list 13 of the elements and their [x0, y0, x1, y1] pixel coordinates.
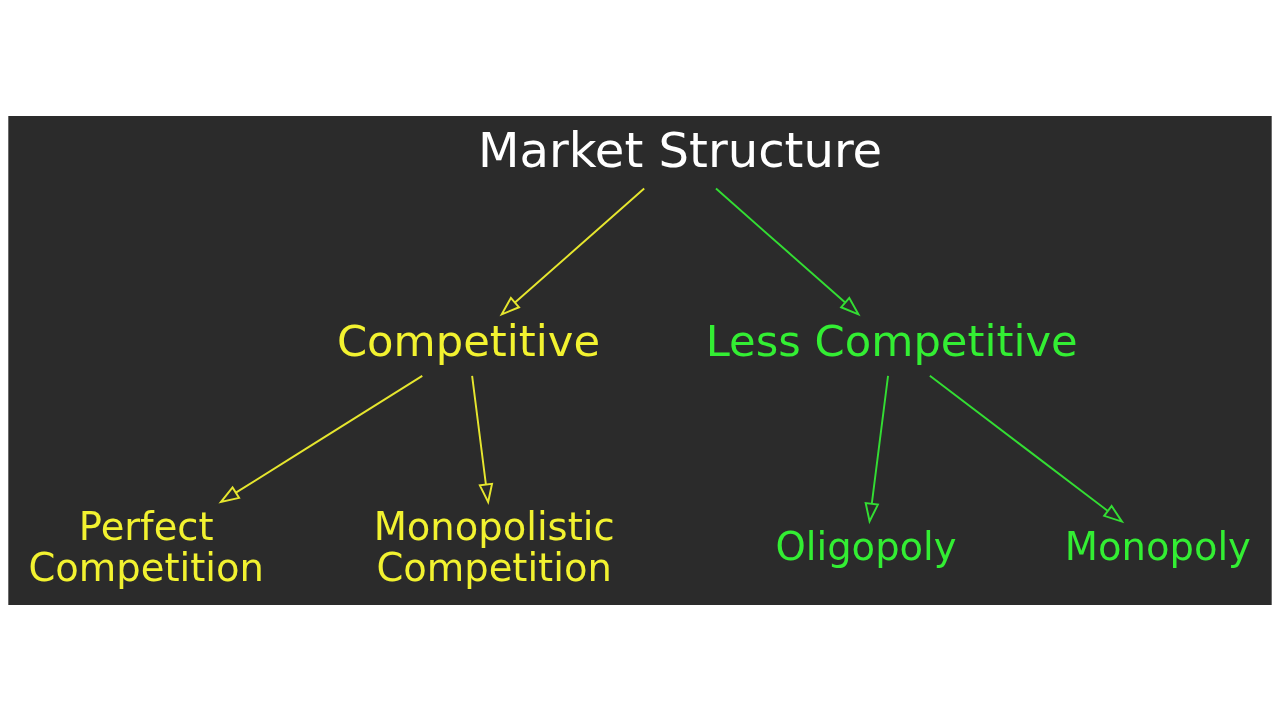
node-text: Competitive: [336, 315, 600, 366]
node-text: Market Structure: [477, 121, 883, 178]
node-text: Perfect Competition: [28, 503, 264, 590]
node-text: Monopoly: [1064, 523, 1251, 569]
arrow: [928, 374, 1125, 523]
arrow: [499, 187, 646, 316]
arrow: [471, 374, 494, 505]
node-text: Monopolistic Competition: [373, 503, 615, 590]
node-text: Less Competitive: [705, 315, 1078, 366]
arrow: [715, 187, 861, 316]
arrow: [218, 374, 424, 504]
arrow: [864, 374, 889, 524]
node-text: Oligopoly: [775, 523, 957, 569]
